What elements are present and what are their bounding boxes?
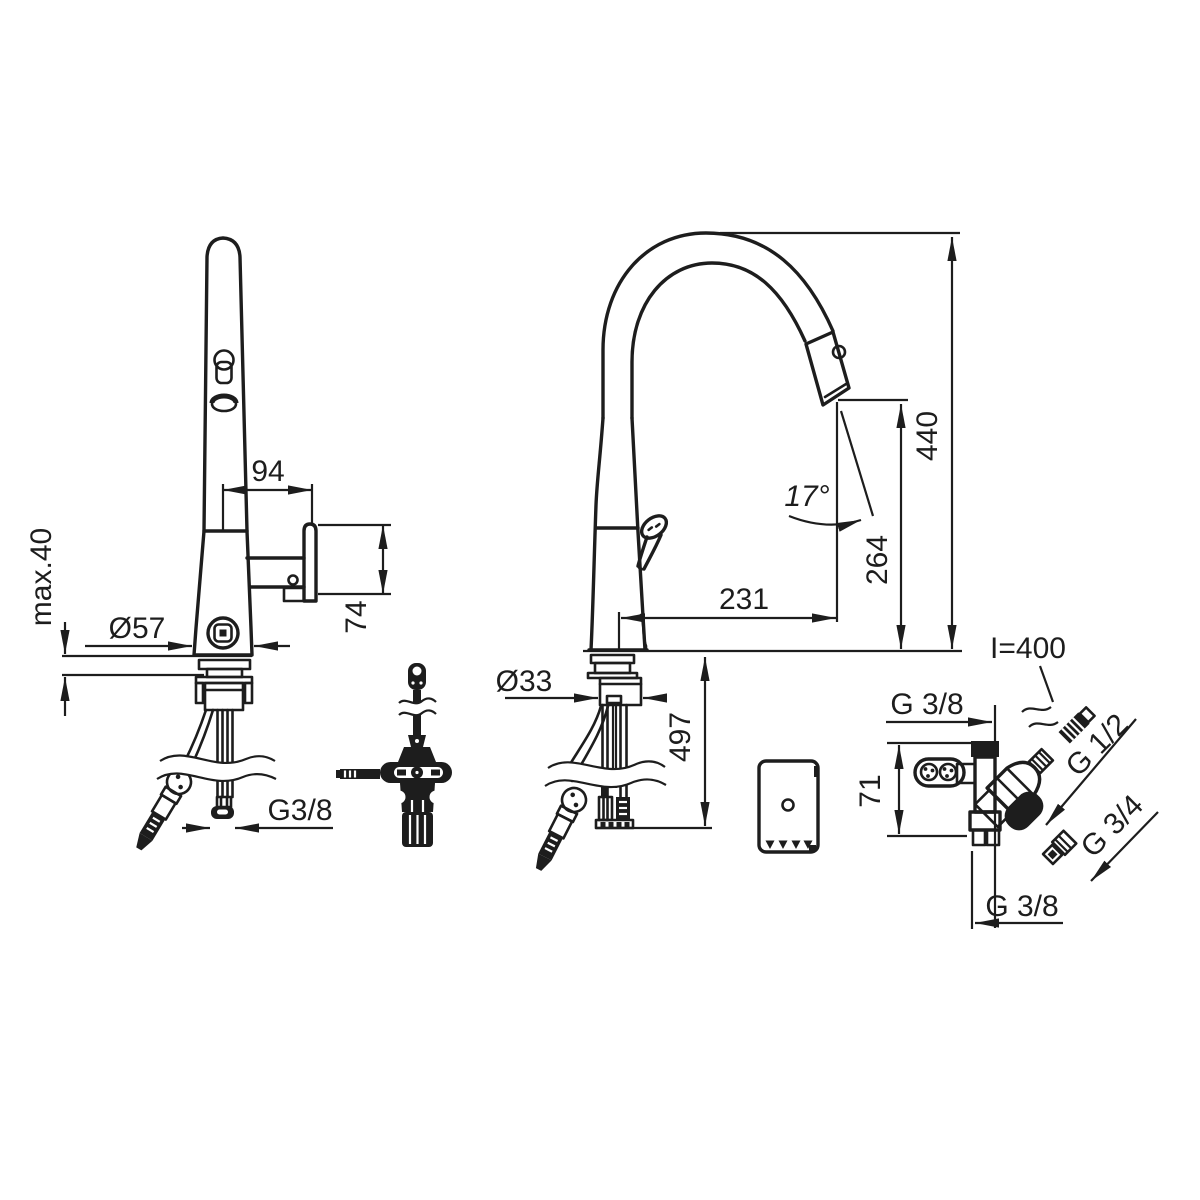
sensor-window-icon	[213, 349, 235, 371]
dim-max40: max.40	[25, 528, 70, 716]
faucet-front-view: Ø33 497 231 264 440 17°	[496, 231, 962, 871]
dimension-label-440: 440	[911, 411, 944, 461]
dim-dia33: Ø33	[496, 665, 667, 703]
dimension-label-231: 231	[719, 583, 769, 616]
dim-angle17: 17°	[784, 410, 875, 532]
faucet-side-view: 94 74 Ø57 max.40 G3/8	[25, 236, 391, 851]
base-screw	[206, 616, 240, 650]
dim-94: 94	[221, 455, 314, 531]
side-view-mounting	[194, 658, 254, 712]
dimension-label-74: 74	[340, 600, 373, 633]
dim-440: 440	[720, 231, 960, 649]
control-box	[757, 759, 820, 854]
supply-fitting	[211, 795, 234, 819]
side-view-outline	[192, 236, 318, 657]
dimension-label-497: 497	[664, 712, 697, 762]
dimension-label-94: 94	[251, 455, 284, 488]
valve-body	[913, 741, 1002, 847]
dim-74: 74	[318, 523, 391, 634]
dimension-label-264: 264	[861, 535, 894, 585]
dim-g38-top: G 3/8	[886, 688, 992, 727]
valve-cartridge-part	[336, 663, 452, 847]
dim-71: 71	[854, 741, 971, 838]
dimension-label-dia57: Ø57	[109, 612, 166, 645]
side-view-supply	[136, 708, 277, 851]
dim-g38-side: G3/8	[182, 794, 333, 833]
dim-497: 497	[596, 657, 712, 830]
dimension-label-max40: max.40	[25, 528, 58, 626]
spout-holder	[302, 522, 318, 603]
dimension-label-i400: I=400	[990, 632, 1066, 665]
dimension-label-g38-top: G 3/8	[890, 688, 963, 721]
front-view-mounting	[586, 653, 643, 707]
valve-side-port	[1004, 791, 1044, 831]
dim-264: 264	[835, 398, 908, 649]
dimension-label-17deg: 17°	[784, 480, 829, 513]
side-view-deck	[62, 654, 252, 677]
dim-g38-bottom: G 3/8	[970, 851, 1063, 929]
hose-connector	[535, 786, 588, 871]
front-view-supply	[535, 703, 667, 871]
front-view-outline	[587, 231, 851, 652]
handle	[636, 514, 669, 571]
label-i400: I=400	[990, 632, 1066, 703]
dim-231: 231	[617, 583, 836, 650]
dimension-label-71: 71	[854, 774, 887, 807]
dimension-label-g38-bottom: G 3/8	[985, 890, 1058, 923]
dimension-label-g38-side: G3/8	[267, 794, 332, 827]
spray-head	[804, 330, 851, 407]
dim-dia57: Ø57	[85, 612, 290, 651]
dimension-label-dia33: Ø33	[496, 665, 553, 698]
